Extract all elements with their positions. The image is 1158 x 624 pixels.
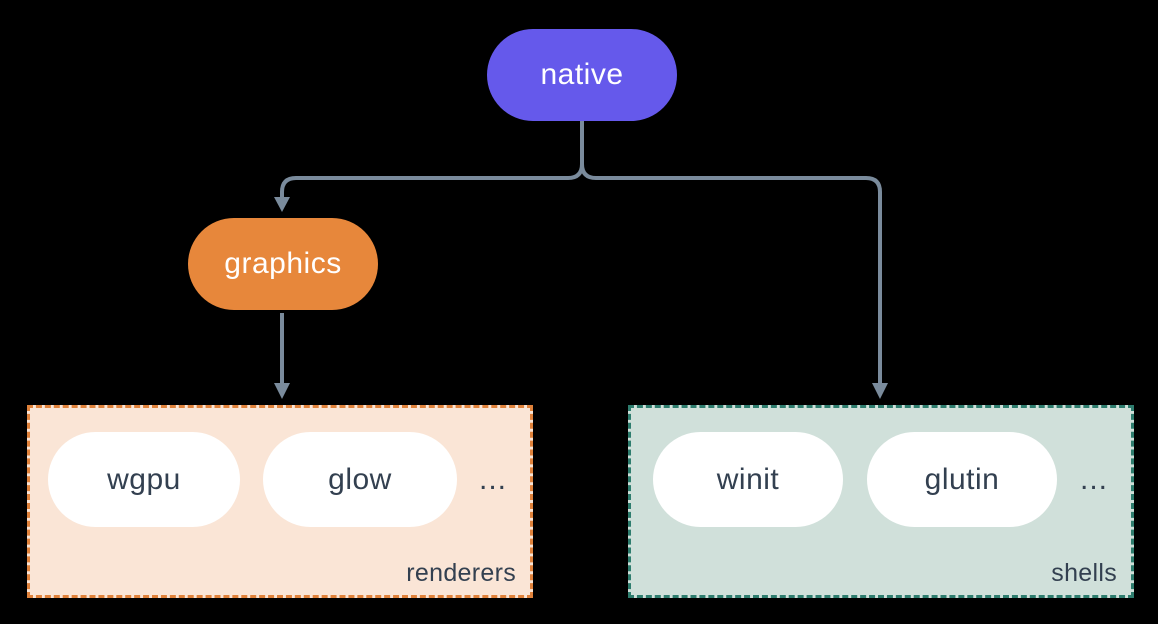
node-winit-label: winit — [716, 462, 780, 496]
edge-native-to-graphics — [280, 121, 584, 198]
group-label-renderers: renderers — [406, 559, 516, 587]
arrowhead-renderers — [274, 383, 290, 399]
node-graphics: graphics — [188, 218, 378, 310]
node-glutin: glutin — [867, 432, 1057, 527]
group-renderers: wgpu glow ... renderers — [27, 405, 533, 598]
node-native: native — [487, 29, 677, 121]
ellipsis-shells: ... — [1080, 462, 1109, 496]
node-wgpu-label: wgpu — [107, 462, 181, 496]
group-shells: winit glutin ... shells — [628, 405, 1134, 598]
node-winit: winit — [653, 432, 843, 527]
edge-native-to-shells — [580, 163, 882, 384]
arrowhead-shells — [872, 383, 888, 399]
ellipsis-renderers: ... — [479, 462, 508, 496]
node-glutin-label: glutin — [924, 462, 1000, 496]
node-glow: glow — [263, 432, 457, 527]
node-graphics-label: graphics — [224, 247, 342, 280]
group-label-shells: shells — [1051, 559, 1117, 587]
node-glow-label: glow — [328, 462, 392, 496]
node-native-label: native — [540, 58, 624, 91]
node-wgpu: wgpu — [48, 432, 240, 527]
arrowhead-graphics — [274, 197, 290, 212]
